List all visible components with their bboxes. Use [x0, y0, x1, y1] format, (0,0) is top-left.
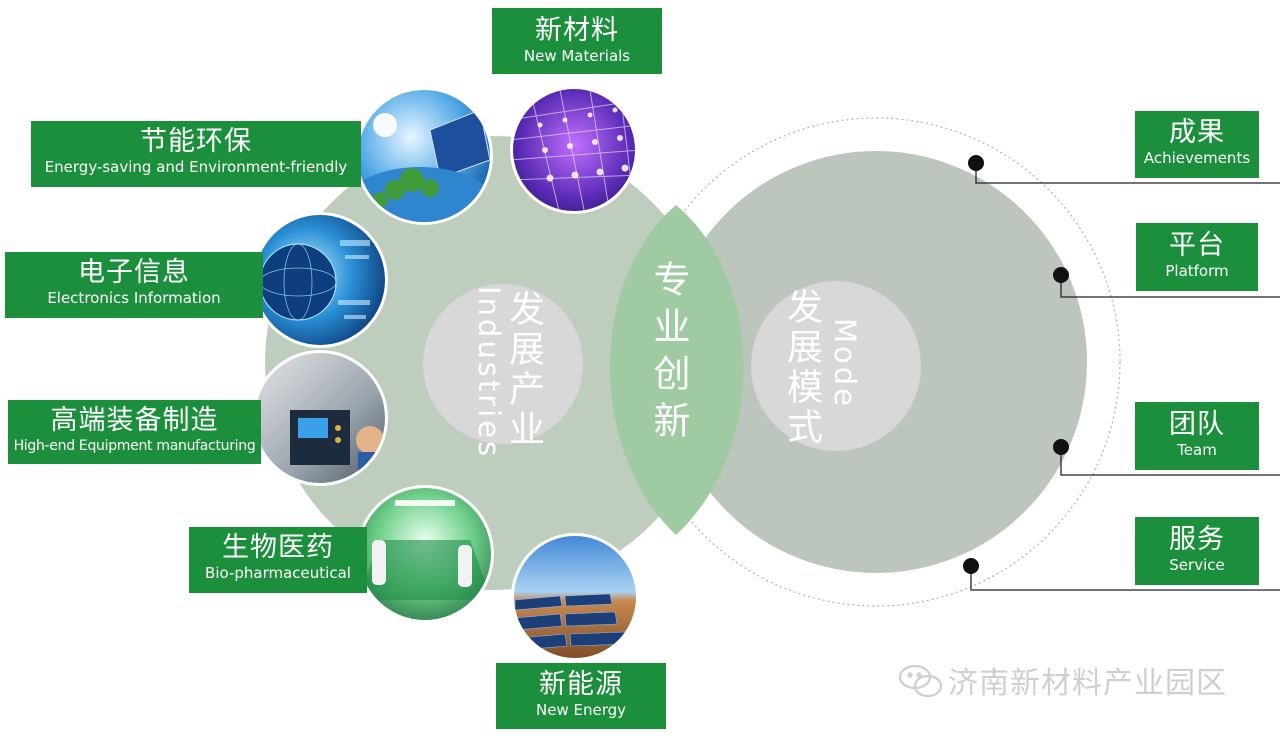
- label-energy-saving: 节能环保 Energy-saving and Environment-frien…: [31, 121, 361, 187]
- label-en: New Materials: [523, 47, 631, 65]
- label-zh: 平台: [1169, 230, 1225, 261]
- new-energy-photo: [511, 533, 639, 661]
- label-team: 团队 Team: [1135, 402, 1259, 470]
- industries-title-en: Industries: [472, 286, 506, 460]
- label-zh: 成果: [1169, 117, 1225, 148]
- label-en: Achievements: [1143, 149, 1251, 167]
- label-zh: 新能源: [539, 669, 623, 700]
- industries-title-zh: 发展产业: [503, 290, 544, 450]
- mode-inner-circle: [751, 281, 921, 451]
- label-en: High-end Equipment manufacturing: [13, 438, 256, 454]
- innovation-lens: [610, 205, 744, 535]
- label-zh: 服务: [1169, 524, 1225, 555]
- label-new-materials: 新材料 New Materials: [492, 8, 662, 74]
- wechat-icon: [898, 664, 943, 698]
- bio-pharma-photo: [356, 485, 494, 623]
- label-service: 服务 Service: [1135, 517, 1259, 585]
- watermark: 济南新材料产业园区: [948, 660, 1227, 701]
- connector-dots: [963, 155, 1069, 574]
- mode-title-zh: 发展模式: [781, 288, 822, 448]
- label-en: Team: [1177, 441, 1217, 459]
- label-zh: 电子信息: [78, 257, 190, 288]
- label-platform: 平台 Platform: [1136, 223, 1258, 291]
- label-en: Service: [1169, 556, 1225, 574]
- label-en: New Energy: [536, 701, 626, 719]
- label-en: Platform: [1165, 262, 1229, 280]
- label-zh: 节能环保: [140, 126, 252, 157]
- label-zh: 团队: [1169, 409, 1225, 440]
- label-achievements: 成果 Achievements: [1135, 111, 1259, 178]
- label-en: Energy-saving and Environment-friendly: [44, 158, 348, 176]
- new-materials-photo: [510, 86, 638, 214]
- electronics-photo: [252, 212, 388, 348]
- label-zh: 高端装备制造: [50, 405, 219, 436]
- mode-title-en: Mode: [828, 318, 862, 410]
- industries-inner-circle: [423, 284, 583, 444]
- label-zh: 生物医药: [222, 532, 334, 563]
- watermark-text: 济南新材料产业园区: [948, 666, 1227, 701]
- label-equipment: 高端装备制造 High-end Equipment manufacturing: [8, 400, 261, 464]
- innovation-title: 专业创新: [647, 260, 690, 448]
- label-en: Electronics Information: [47, 289, 221, 307]
- label-en: Bio-pharmaceutical: [205, 564, 351, 582]
- label-new-energy: 新能源 New Energy: [496, 663, 666, 729]
- energy-saving-photo: [355, 87, 493, 225]
- label-electronics: 电子信息 Electronics Information: [5, 252, 263, 318]
- label-bio-pharma: 生物医药 Bio-pharmaceutical: [189, 527, 367, 593]
- label-zh: 新材料: [535, 15, 619, 46]
